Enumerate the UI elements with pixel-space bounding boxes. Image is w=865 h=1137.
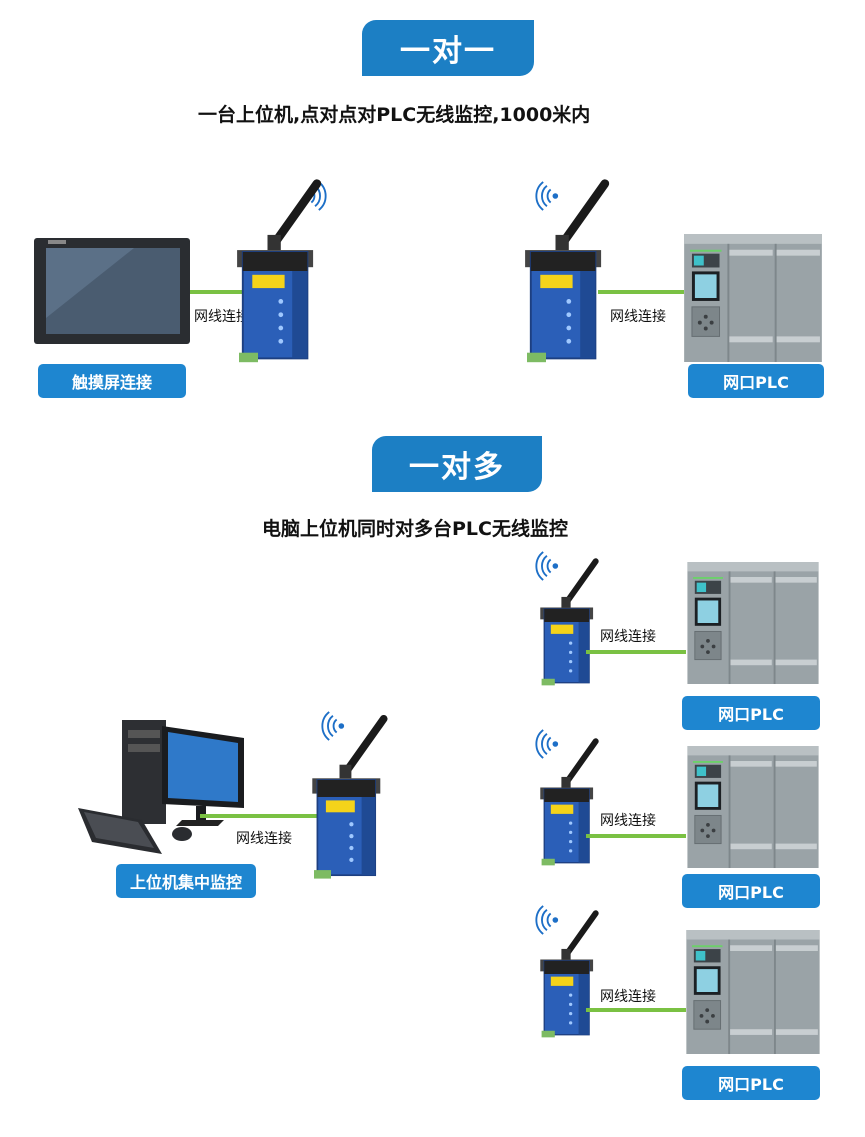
link-label: 网线连接 xyxy=(194,306,250,326)
wireless-router-icon xyxy=(300,712,396,882)
wireless-router-icon xyxy=(222,176,332,366)
label-text: 上位机集中监控 xyxy=(129,873,242,892)
label-text: 触摸屏连接 xyxy=(71,373,152,392)
link-label: 网线连接 xyxy=(600,626,656,646)
link-line xyxy=(598,290,684,294)
plc-icon xyxy=(684,562,822,684)
section-subtitle: 一台上位机,点对点对PLC无线监控,1000米内 xyxy=(198,104,591,126)
link-label: 网线连接 xyxy=(610,306,666,326)
wireless-router-icon xyxy=(522,736,614,868)
plc-icon xyxy=(684,234,822,362)
desktop-computer-icon xyxy=(78,720,244,854)
link-line xyxy=(200,814,328,818)
label-text: 网口PLC xyxy=(718,705,784,724)
wireless-router-icon xyxy=(510,176,620,366)
link-label: 网线连接 xyxy=(600,810,656,830)
section-badge-one-to-one: 一对一 xyxy=(362,20,534,76)
plc-icon xyxy=(684,930,822,1054)
link-line xyxy=(586,1008,686,1012)
plc-label: 网口PLC xyxy=(688,364,824,398)
touchscreen-label: 触摸屏连接 xyxy=(38,364,186,398)
label-text: 网口PLC xyxy=(718,883,784,902)
wireless-router-icon xyxy=(522,556,614,688)
touchscreen-icon xyxy=(34,238,190,344)
section-badge-text: 一对多 xyxy=(409,450,505,485)
pc-label: 上位机集中监控 xyxy=(116,864,256,898)
link-label: 网线连接 xyxy=(236,828,292,848)
link-line xyxy=(586,834,686,838)
plc-label: 网口PLC xyxy=(682,1066,820,1100)
label-text: 网口PLC xyxy=(718,1075,784,1094)
section-badge-text: 一对一 xyxy=(400,34,496,69)
plc-label: 网口PLC xyxy=(682,696,820,730)
link-line xyxy=(190,290,270,294)
link-label: 网线连接 xyxy=(600,986,656,1006)
section-subtitle: 电脑上位机同时对多台PLC无线监控 xyxy=(262,518,568,540)
link-line xyxy=(586,650,686,654)
plc-icon xyxy=(684,746,822,868)
plc-label: 网口PLC xyxy=(682,874,820,908)
wireless-router-icon xyxy=(522,908,614,1040)
label-text: 网口PLC xyxy=(723,373,789,392)
section-badge-one-to-many: 一对多 xyxy=(372,436,542,492)
